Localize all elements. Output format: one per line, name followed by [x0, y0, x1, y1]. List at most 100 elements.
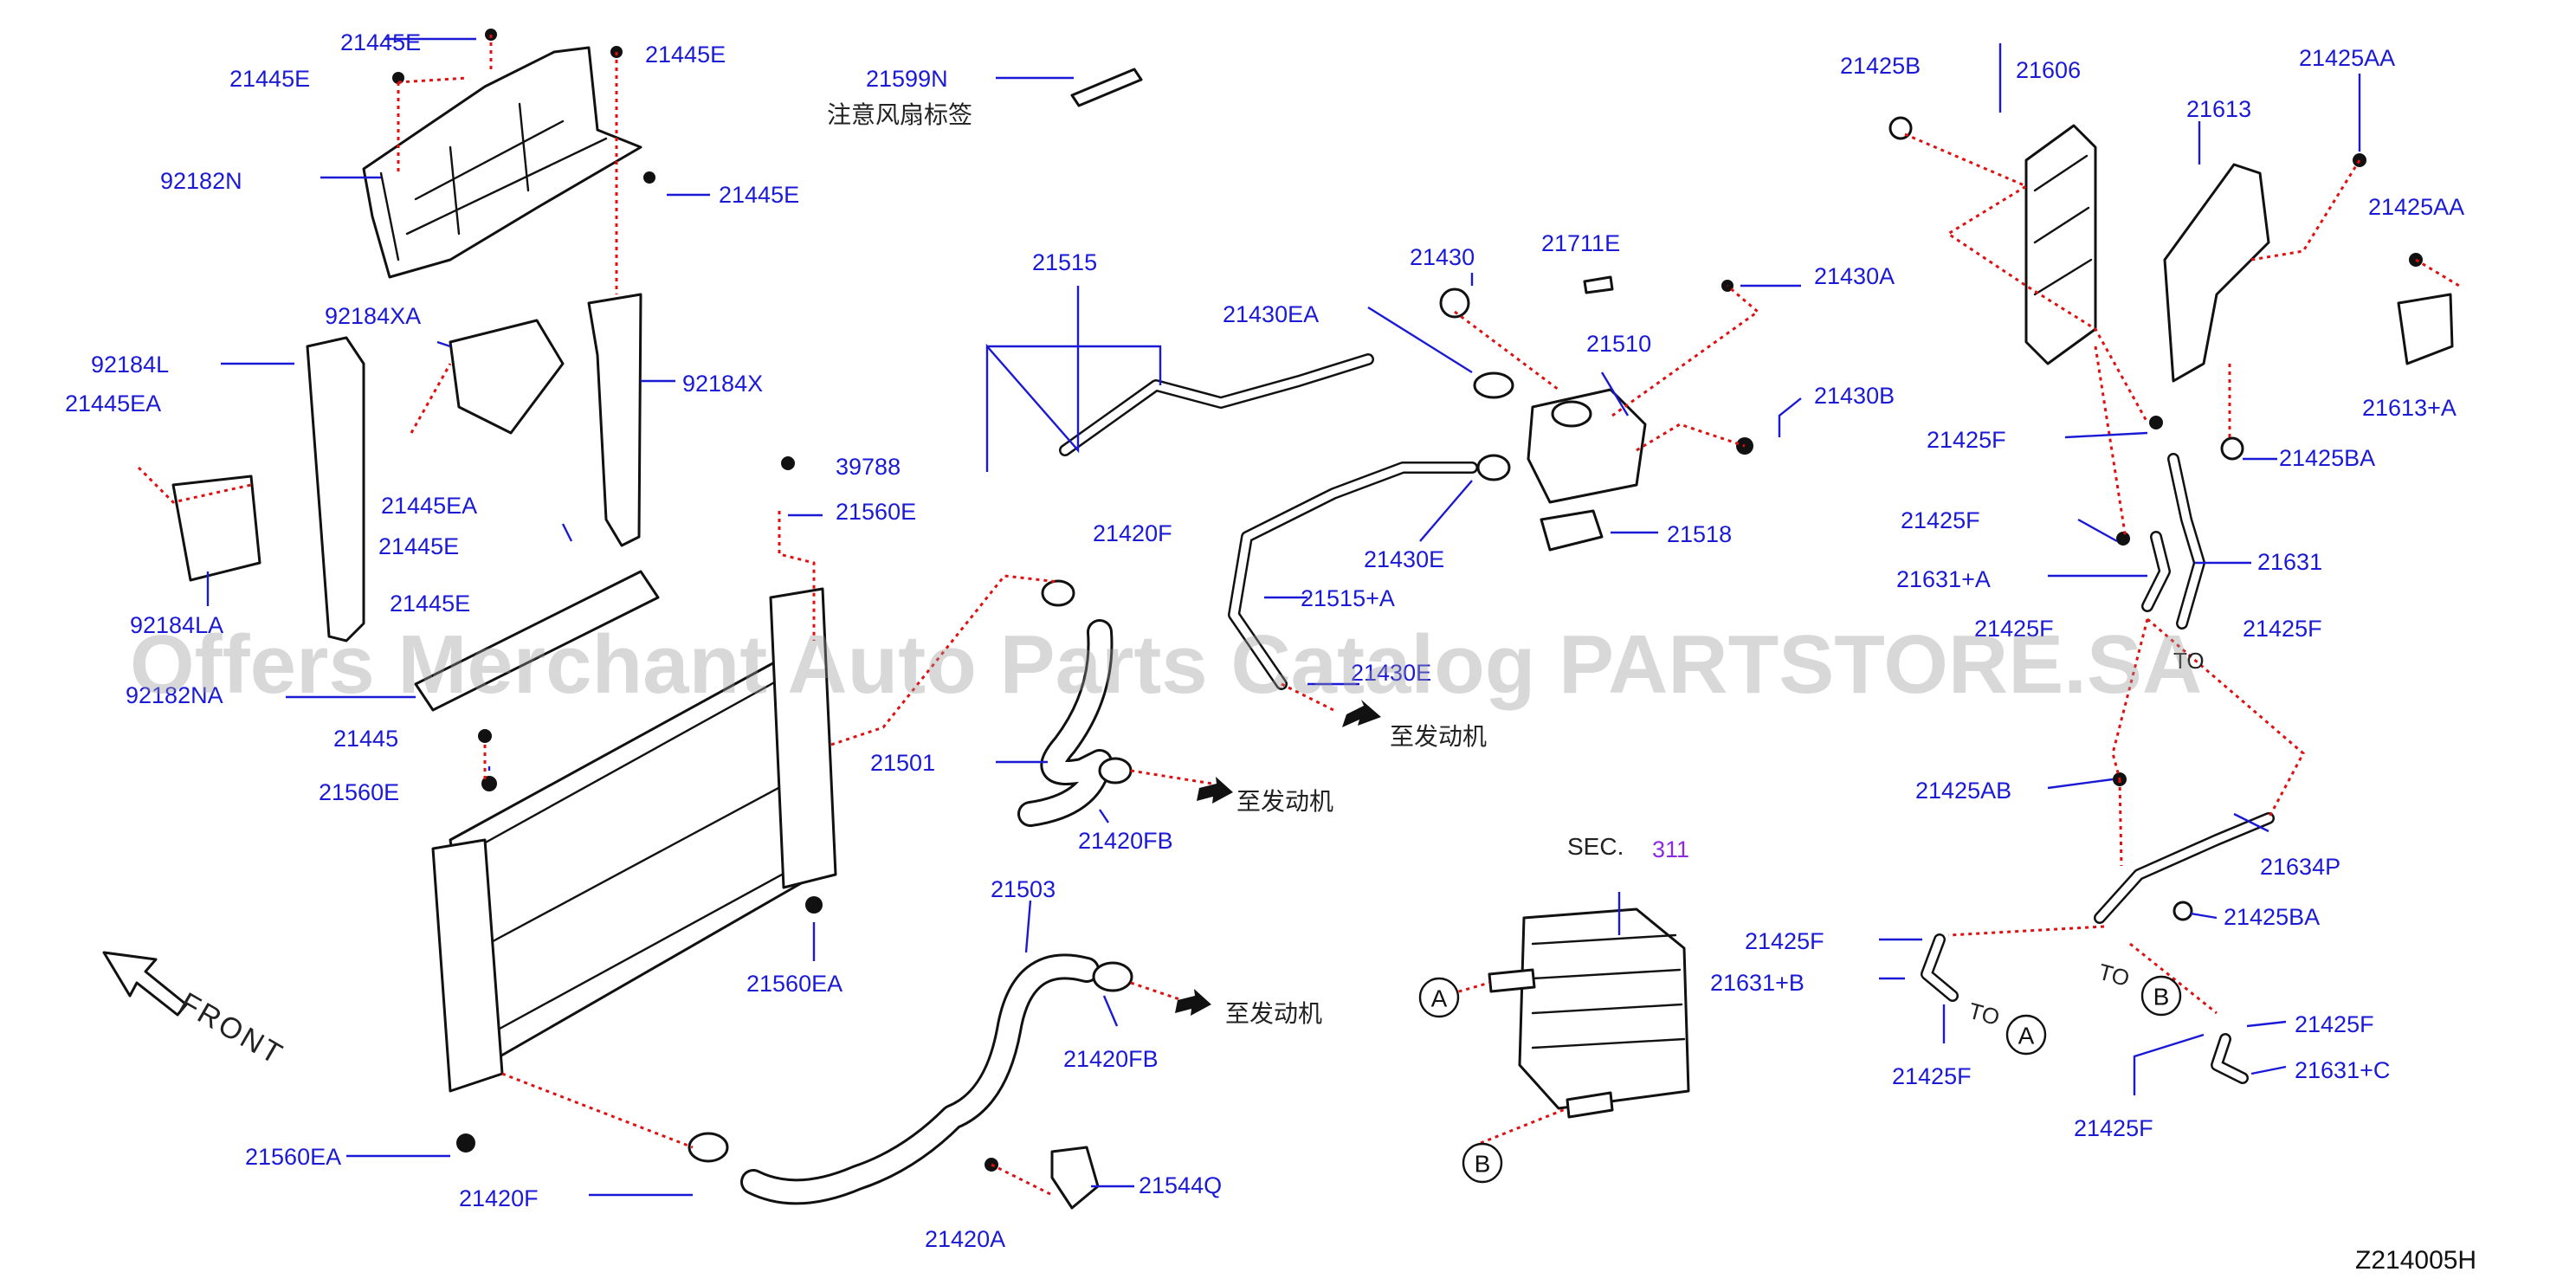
- label-21634p: 21634P: [2260, 854, 2340, 880]
- label-21445ea-a: 21445EA: [65, 391, 161, 416]
- label-21430ea: 21430EA: [1223, 301, 1319, 327]
- diagram-code: Z214005H: [2355, 1246, 2476, 1275]
- svg-text:A: A: [1431, 985, 1448, 1012]
- cooler-hose-21631a: [2141, 531, 2171, 612]
- label-21425f-e: 21425F: [1745, 928, 1824, 954]
- label-21445e-b: 21445E: [229, 66, 310, 92]
- reservoir-tank-part: [1439, 275, 1753, 552]
- label-21445e-d: 21445E: [719, 182, 799, 208]
- note-to-1: TO: [1966, 998, 2002, 1030]
- label-21425aa-a: 21425AA: [2299, 45, 2395, 71]
- label-21430b: 21430B: [1814, 383, 1895, 409]
- label-21544q: 21544Q: [1139, 1172, 1222, 1198]
- label-21613: 21613: [2186, 96, 2251, 122]
- svg-text:B: B: [1475, 1151, 1491, 1178]
- label-21599n: 21599N: [866, 66, 948, 92]
- label-21711e: 21711E: [1541, 230, 1620, 256]
- upper-hose-21501: [1017, 619, 1114, 827]
- note-to-3: TO: [2173, 648, 2205, 674]
- label-21420fb-a: 21420FB: [1078, 828, 1173, 854]
- label-21560ea-a: 21560EA: [746, 971, 843, 997]
- upper-shroud-part: [362, 46, 642, 279]
- upper-bracket-part: [449, 319, 565, 435]
- label-21510: 21510: [1586, 331, 1651, 357]
- label-21430: 21430: [1410, 244, 1475, 270]
- label-21631: 21631: [2257, 549, 2322, 575]
- cooler-hose-21631c: [2211, 1033, 2249, 1084]
- left-side-seal-part: [306, 336, 365, 642]
- label-21518: 21518: [1667, 521, 1732, 547]
- label-21445e-f: 21445E: [390, 591, 470, 617]
- label-92182n: 92182N: [160, 168, 242, 194]
- label-21631c: 21631+C: [2295, 1057, 2390, 1083]
- svg-text:B: B: [2153, 984, 2170, 1011]
- label-21515a: 21515+A: [1301, 585, 1395, 611]
- label-21501: 21501: [870, 750, 935, 776]
- bracket-21544q-part: [1050, 1146, 1100, 1210]
- label-21445e-e: 21445E: [378, 533, 459, 559]
- label-21503: 21503: [991, 876, 1056, 902]
- label-21420fb-b: 21420FB: [1063, 1046, 1159, 1072]
- overflow-hose-21515a: [1228, 462, 1478, 690]
- label-21631a: 21631+A: [1896, 566, 1991, 592]
- lower-left-bracket-part: [171, 475, 261, 582]
- cooler-pipe-21634p: [2094, 812, 2275, 924]
- watermark: Offers Merchant Auto Parts Catalog PARTS…: [130, 618, 2202, 711]
- note-sec-number: 311: [1652, 836, 1689, 862]
- note-sec: SEC.: [1567, 833, 1624, 860]
- front-arrow: [102, 951, 188, 1017]
- label-21420f-a: 21420F: [1093, 520, 1172, 546]
- callout-b-1: B: [1462, 1142, 1503, 1184]
- lower-hose-21503: [740, 953, 1100, 1205]
- label-21425aa-b: 21425AA: [2368, 194, 2464, 220]
- callout-a-1: A: [1418, 977, 1460, 1018]
- radiator-fastener-group: [456, 456, 823, 1153]
- oil-cooler-part: [1488, 907, 1690, 1119]
- label-21631b: 21631+B: [1710, 970, 1804, 996]
- label-21425f-d: 21425F: [2243, 616, 2322, 642]
- label-21425ba-b: 21425BA: [2224, 904, 2320, 930]
- label-21445ea-b: 21445EA: [381, 493, 477, 519]
- label-21445e-a: 21445E: [340, 29, 421, 55]
- bracket-21613-part: [2163, 163, 2270, 383]
- label-92184la: 92184LA: [130, 612, 223, 638]
- label-21425ba-a: 21425BA: [2279, 445, 2375, 471]
- label-21420f-b: 21420F: [459, 1185, 539, 1211]
- engine-arrow-group: [1175, 700, 1381, 1016]
- label-21425ab: 21425AB: [1915, 778, 2011, 804]
- label-92184x: 92184X: [682, 371, 763, 397]
- label-92184xa: 92184XA: [325, 303, 421, 329]
- label-21515: 21515: [1032, 249, 1097, 275]
- fan-label-sticker: [1070, 68, 1143, 107]
- lower-shroud-part: [414, 570, 660, 712]
- note-to-engine-1: 至发动机: [1390, 722, 1487, 751]
- label-21560e-b: 21560E: [836, 499, 916, 525]
- label-21560ea-b: 21560EA: [245, 1144, 341, 1170]
- label-21425f-c: 21425F: [1974, 616, 2054, 642]
- label-21425f-h: 21425F: [2074, 1115, 2153, 1141]
- cooler-pipe-21631: [2167, 453, 2205, 630]
- label-21425f-g: 21425F: [2295, 1011, 2374, 1037]
- bracket-21613a-part: [2397, 293, 2454, 365]
- label-21425f-b: 21425F: [1901, 507, 1980, 533]
- note-to-engine-2: 至发动机: [1236, 787, 1333, 816]
- label-21560e-a: 21560E: [319, 779, 399, 805]
- note-to-2: TO: [2095, 959, 2132, 991]
- label-21430e-a: 21430E: [1364, 546, 1444, 572]
- right-side-seal-part: [587, 293, 642, 547]
- label-21425b: 21425B: [1840, 53, 1921, 79]
- callout-a-2: A: [2005, 1014, 2047, 1056]
- radiator-part: [431, 587, 837, 1093]
- label-92182na: 92182NA: [126, 682, 223, 708]
- label-21430a: 21430A: [1814, 263, 1895, 289]
- label-21420a: 21420A: [925, 1226, 1005, 1252]
- label-21445e-c: 21445E: [645, 42, 726, 68]
- label-21425f-f: 21425F: [1892, 1063, 1972, 1089]
- label-21430e-b: 21430E: [1351, 660, 1431, 686]
- label-21445: 21445: [333, 726, 398, 752]
- label-92184l: 92184L: [91, 352, 169, 378]
- hose-clamp-group: [688, 371, 1514, 1163]
- svg-text:A: A: [2018, 1023, 2035, 1049]
